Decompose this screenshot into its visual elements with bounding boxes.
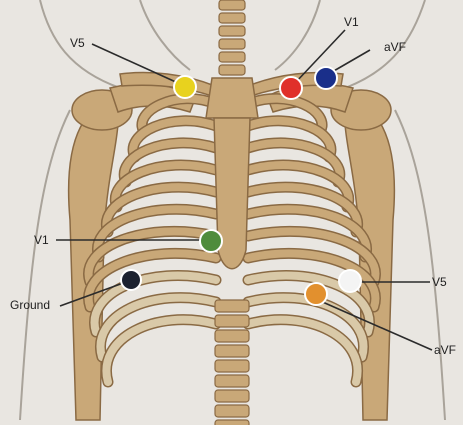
electrode-blue [315,67,337,89]
vertebra [215,315,249,327]
vertebra [215,375,249,387]
vertebra [215,330,249,342]
vertebra [219,39,245,49]
vertebra [215,360,249,372]
vertebra [219,0,245,10]
manubrium [206,78,258,118]
electrode-red [280,77,302,99]
label-v5-upper: V5 [70,36,85,50]
vertebra [219,13,245,23]
electrode-yellow [174,76,196,98]
vertebra [215,420,249,425]
label-v5-lower: V5 [432,275,447,289]
label-avf-upper: aVF [384,40,406,54]
electrode-white [339,270,361,292]
electrode-black [121,270,141,290]
vertebra [219,65,245,75]
label-v1-lower: V1 [34,233,49,247]
vertebra [219,52,245,62]
vertebra [215,300,249,312]
vertebra [215,405,249,417]
lumbar-spine [215,300,249,425]
vertebra [215,390,249,402]
vertebra [215,345,249,357]
label-avf-lower: aVF [434,343,456,357]
electrode-green [200,230,222,252]
label-v1-upper: V1 [344,15,359,29]
label-ground: Ground [10,298,50,312]
electrode-orange [305,283,327,305]
vertebra [219,26,245,36]
